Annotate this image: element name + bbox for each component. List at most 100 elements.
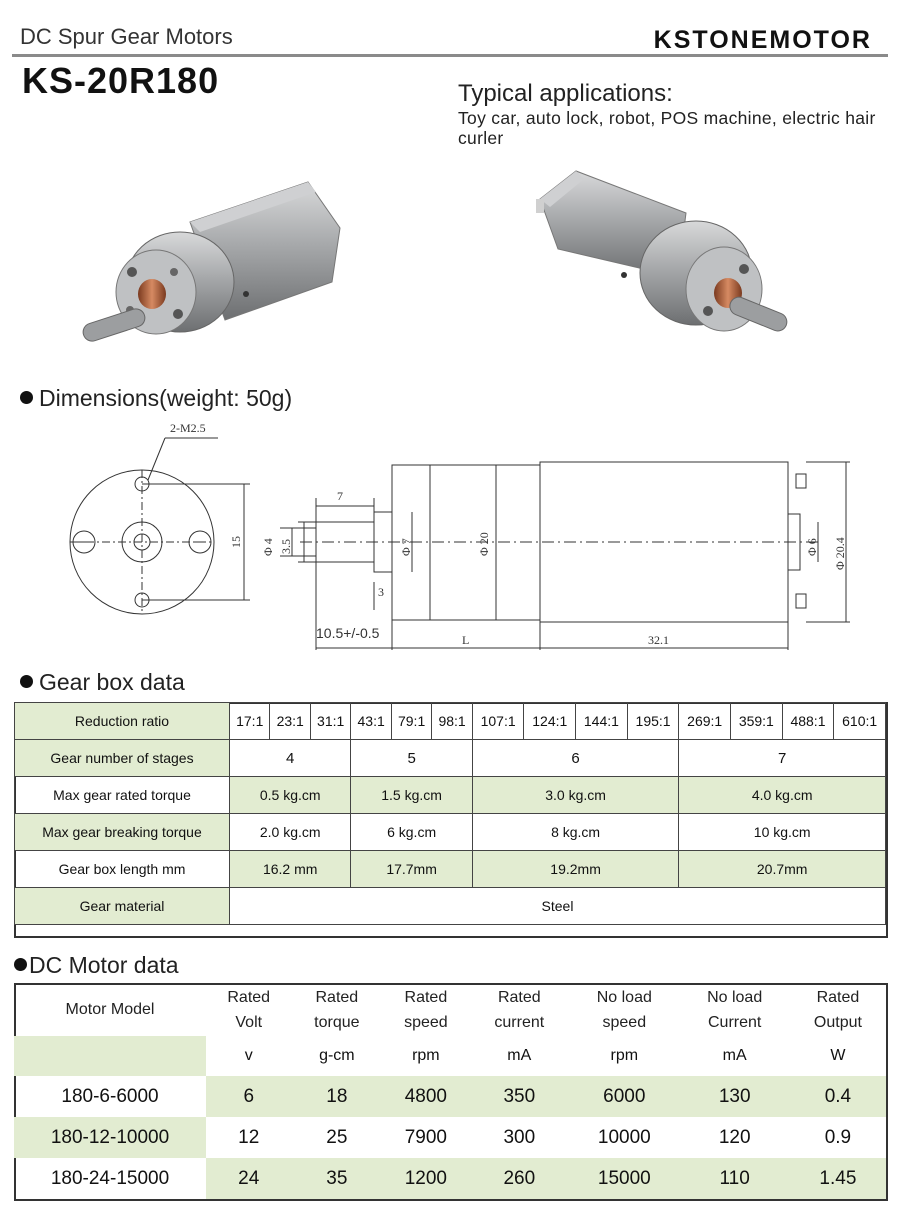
label-7: 7 — [337, 489, 343, 503]
rated-torque-cell: 4.0 kg.cm — [678, 776, 886, 814]
value-cell: 1200 — [382, 1158, 470, 1199]
model-title: KS-20R180 — [22, 60, 220, 101]
units-row: v g-cm rpm mA rpm mA W — [14, 1036, 886, 1076]
ratio-cell: 269:1 — [678, 702, 732, 740]
unit-cell: mA — [507, 1047, 532, 1064]
ratio-cell: 359:1 — [730, 702, 783, 740]
ratio-cell: 79:1 — [390, 702, 433, 740]
label-10-5: 10.5+/-0.5 — [316, 625, 380, 641]
value-cell: 0.9 — [824, 1126, 852, 1148]
value-cell: 4800 — [382, 1076, 470, 1117]
gear-box-table: Reduction ratio 17:1 23:1 31:1 43:1 79:1… — [14, 702, 886, 925]
ratio-label: Reduction ratio — [14, 702, 230, 740]
ratio-cell: 43:1 — [350, 702, 392, 740]
rated-torque-cell: 1.5 kg.cm — [350, 776, 473, 814]
ratio-cell: 23:1 — [269, 702, 311, 740]
table-row: Gear number of stages 4 5 6 7 — [14, 739, 886, 777]
rated-torque-cell: 0.5 kg.cm — [228, 776, 352, 814]
label-15: 15 — [229, 536, 243, 548]
stages-cell: 6 — [471, 739, 680, 777]
value-cell: 12 — [238, 1126, 260, 1148]
unit-cell: rpm — [610, 1047, 639, 1064]
ratio-cell: 31:1 — [309, 702, 352, 740]
stages-label: Gear number of stages — [14, 739, 230, 777]
length-cell: 19.2mm — [471, 850, 680, 888]
model-cell: 180-24-15000 — [50, 1167, 170, 1189]
front-view — [69, 437, 250, 615]
model-cell: 180-12-10000 — [14, 1117, 206, 1158]
motor-photo-side — [536, 170, 788, 332]
unit-cell: W — [830, 1047, 846, 1064]
ratio-cell: 488:1 — [781, 702, 835, 740]
value-cell: 35 — [291, 1158, 383, 1199]
value-cell: 350 — [469, 1076, 570, 1117]
breaking-torque-cell: 6 kg.cm — [350, 813, 473, 851]
value-cell: 6000 — [569, 1076, 680, 1117]
length-cell: 16.2 mm — [228, 850, 352, 888]
motor-data-frame — [14, 983, 888, 1201]
dimensions-title: Dimensions(weight: 50g) — [20, 385, 292, 412]
stages-cell: 5 — [350, 739, 473, 777]
ratio-cell: 107:1 — [471, 702, 525, 740]
label-32-1: 32.1 — [648, 633, 669, 647]
value-cell: 25 — [326, 1126, 348, 1148]
table-row: Max gear rated torque 0.5 kg.cm 1.5 kg.c… — [14, 776, 886, 814]
unit-cell — [14, 1036, 206, 1076]
unit-cell: g-cm — [319, 1047, 355, 1064]
value-cell: 15000 — [569, 1158, 680, 1199]
unit-cell: v — [244, 1047, 253, 1064]
ratio-cell: 124:1 — [523, 702, 577, 740]
brand-name: KSTONEMOTOR — [653, 26, 872, 54]
label-phi20-4: Φ 20.4 — [833, 537, 847, 570]
table-row: 180-6-6000 6 18 4800 350 6000 130 0.4 — [14, 1076, 886, 1117]
header-divider — [12, 54, 888, 57]
value-cell: 110 — [679, 1158, 790, 1199]
applications-title: Typical applications: — [458, 80, 673, 107]
length-cell: 17.7mm — [350, 850, 473, 888]
value-cell: 1.45 — [789, 1158, 886, 1199]
model-cell: 180-6-6000 — [61, 1085, 159, 1107]
value-cell: 24 — [206, 1158, 292, 1199]
bullet-icon — [20, 675, 33, 688]
breaking-torque-cell: 10 kg.cm — [678, 813, 886, 851]
ratio-cell: 144:1 — [575, 702, 628, 740]
label-2m25: 2-M2.5 — [170, 421, 206, 435]
label-3: 3 — [378, 585, 384, 599]
breaking-torque-label: Max gear breaking torque — [14, 813, 230, 851]
breaking-torque-cell: 2.0 kg.cm — [228, 813, 352, 851]
rated-torque-label: Max gear rated torque — [14, 776, 230, 814]
applications-text: Toy car, auto lock, robot, POS machine, … — [458, 108, 876, 148]
table-row: Reduction ratio 17:1 23:1 31:1 43:1 79:1… — [14, 702, 886, 740]
label-3-5: 3.5 — [279, 539, 293, 554]
breaking-torque-cell: 8 kg.cm — [471, 813, 680, 851]
ratio-cell: 195:1 — [626, 702, 680, 740]
ratio-cell: 17:1 — [228, 702, 271, 740]
gear-box-title: Gear box data — [20, 669, 185, 696]
bullet-icon — [20, 391, 33, 404]
motor-photo-front — [82, 181, 341, 342]
label-phi6: Φ 6 — [805, 538, 819, 556]
dimension-drawing: 2-M2.5 15 7 Φ 4 3.5 Φ 7 Φ 20 Φ 6 Φ 20.4 … — [69, 421, 850, 650]
header-cell: Motor Model — [65, 1001, 155, 1018]
value-cell: 260 — [469, 1158, 570, 1199]
value-cell: 18 — [291, 1076, 383, 1117]
table-row: 180-12-10000 12 25 7900 300 10000 120 0.… — [14, 1117, 886, 1158]
material-label: Gear material — [14, 887, 230, 925]
ratio-cell: 98:1 — [431, 702, 473, 740]
value-cell: 10000 — [597, 1126, 651, 1148]
stages-cell: 4 — [228, 739, 352, 777]
value-cell: 300 — [503, 1126, 536, 1148]
value-cell: 7900 — [404, 1126, 447, 1148]
value-cell: 120 — [718, 1126, 751, 1148]
value-cell: 6 — [206, 1076, 292, 1117]
table-row: Max gear breaking torque 2.0 kg.cm 6 kg.… — [14, 813, 886, 851]
label-phi4: Φ 4 — [261, 538, 275, 556]
